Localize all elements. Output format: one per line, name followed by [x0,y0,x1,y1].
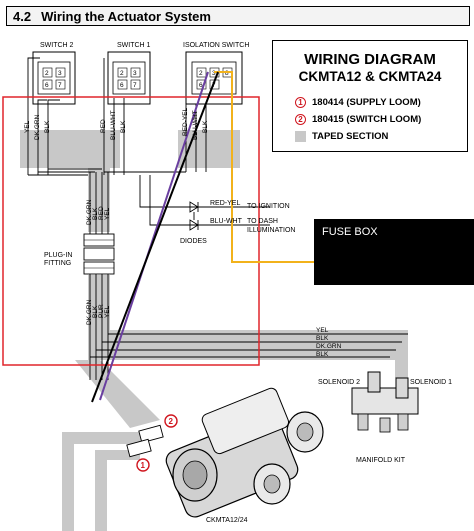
wire-label-h-blk1: BLK [316,335,329,342]
wire-label-s2-dkgrn: DK.GRN [34,114,41,140]
isolation-switch: 2 3 8 6 7 [185,51,243,105]
legend-item-label: 180414 (SUPPLY LOOM) [312,97,421,108]
wire-label-h-blk2: BLK [316,351,329,358]
switch1-pin-1: 2 [120,70,124,77]
label-red-yel: RED-YEL [210,200,240,207]
wire-label-lower-pur: PUR [98,304,105,318]
wire-label-h-dkgrn: DK.GRN [316,343,342,350]
label-solenoid-2: SOLENOID 2 [318,379,360,386]
switch-2: 2 3 6 7 [32,51,76,105]
wire-label-lower-yel: YEL [104,305,111,318]
taped-section-top-left [20,130,120,168]
callout-2-badge [164,414,178,428]
wire-label-s2-yel: YEL [24,120,31,133]
legend-item-supply: 1 180414 (SUPPLY LOOM) [295,97,421,108]
label-fitting: FITTING [44,260,71,267]
wire-label-s1-bluwht: BLU-WHT [110,110,117,140]
isolation-pin-4: 6 [199,82,203,89]
orange-wire [214,71,314,263]
legend-badge-2: 2 [295,114,306,125]
taped-section-upper-bundle [88,162,110,232]
wire-label-s2-blk: BLK [44,120,51,133]
wire-label-s1-red: RED [100,119,107,133]
wire-label-upper-blk: BLK [92,207,99,220]
label-manifold-kit: MANIFOLD KIT [356,457,406,464]
switch-1: 2 3 6 7 [107,51,151,105]
wire-label-s1-blk: BLK [120,120,127,133]
purple-wire [99,71,209,401]
isolation-pin-5: 7 [212,82,216,89]
black-wire [91,71,219,403]
wire-label-iso-bluwht: BLU-WHT [192,110,199,140]
legend-item-label: TAPED SECTION [312,131,389,142]
isolation-pin-3: 8 [225,70,229,77]
switch2-pin-1: 2 [45,70,49,77]
taped-section-diagonal [75,360,160,428]
taped-section-bottom-h2 [95,450,140,460]
label-to-dash: TO DASH [247,218,278,225]
switch2-pin-2: 3 [58,70,62,77]
switch1-pin-4: 7 [133,82,137,89]
taped-section-lower-bundle [88,275,110,343]
legend-item-label: 180415 (SWITCH LOOM) [312,114,422,125]
switch2-pin-4: 7 [58,82,62,89]
switch1-pin-3: 6 [120,82,124,89]
taped-swatch [295,131,306,142]
legend-badge-1: 1 [295,97,306,108]
callout-1-badge [136,458,150,472]
taped-section-bottom-h1 [62,432,142,444]
label-blu-wht: BLU-WHT [210,218,243,225]
isolation-switch-label: ISOLATION SWITCH [183,42,249,49]
label-compressor: CKMTA12/24 [206,517,248,524]
wire-label-iso-redyel: RED-YEL [182,107,189,136]
manifold-kit [351,371,419,433]
fuse-box: FUSE BOX [314,219,474,285]
callout-1-text: 1 [141,461,146,470]
switch-wires [27,57,408,380]
switch1-pin-2: 3 [133,70,137,77]
label-solenoid-1: SOLENOID 1 [410,379,452,386]
highlight-box [2,96,260,366]
section-number: 4.2 [13,8,32,24]
taped-section-bottom-v2 [95,450,107,531]
wire-label-h-yel: YEL [316,327,329,334]
section-title: Wiring the Actuator System [41,8,211,24]
label-plug-in: PLUG-IN [44,252,72,259]
section-header: 4.2 Wiring the Actuator System [6,6,470,26]
label-diodes: DIODES [180,238,207,245]
taped-section-bottom-v1 [62,432,74,531]
taped-section-horizontal [88,330,408,360]
plug-in-fitting [83,233,115,275]
loom-connectors [126,424,164,458]
diodes [185,201,270,231]
taped-sections [20,130,408,531]
label-to-ignition: TO IGNITION [247,203,290,210]
label-illumination: ILLUMINATION [247,227,296,234]
wire-label-upper-yel: YEL [104,207,111,220]
wire-label-lower-dkgrn: DK.GRN [86,299,93,325]
legend-item-taped: TAPED SECTION [295,131,388,142]
compressor [165,387,324,518]
taped-section-solenoid-drop [395,330,408,378]
isolation-pin-1: 2 [199,70,203,77]
isolation-pin-2: 3 [212,70,216,77]
wire-label-lower-blk: BLK [92,305,99,318]
switch-2-label: SWITCH 2 [40,42,74,49]
switch-1-label: SWITCH 1 [117,42,151,49]
fuse-box-label: FUSE BOX [322,226,378,238]
callout-2-text: 2 [169,417,174,426]
wire-label-iso-blk: BLK [202,120,209,133]
switch2-pin-3: 6 [45,82,49,89]
legend-title: WIRING DIAGRAM [304,51,436,68]
legend-box: WIRING DIAGRAM CKMTA12 & CKMTA24 1 18041… [272,40,468,152]
legend-item-switch: 2 180415 (SWITCH LOOM) [295,114,421,125]
wire-label-upper-red: RED [98,206,105,220]
wire-label-upper-dkgrn: DK.GRN [86,199,93,225]
legend-subtitle: CKMTA12 & CKMTA24 [298,69,442,84]
